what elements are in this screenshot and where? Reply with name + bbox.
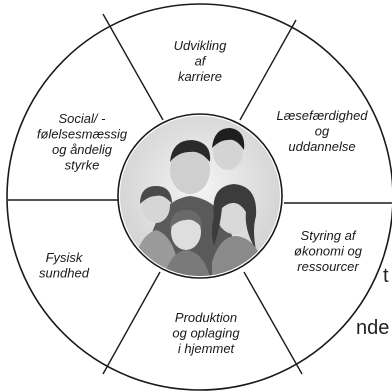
segment-physical-health-line: sundhed — [39, 266, 90, 281]
segment-literacy-education-line: Læsefærdighed — [276, 108, 368, 123]
segment-financial-management-line: Styring af — [301, 228, 357, 243]
segment-home-production-line: og oplaging — [172, 326, 240, 341]
segment-social-emotional-strength-line: Social/ - — [59, 111, 107, 126]
segment-financial-management-line: økonomi og — [294, 244, 363, 259]
wheel-dividers — [8, 13, 392, 375]
segment-social-emotional-strength-line: følelsesmæssig — [37, 127, 128, 142]
segment-physical-health-line: Fysisk — [46, 250, 84, 265]
background-text-fragment-2: nde — [356, 317, 390, 339]
segment-career-development-line: Udvikling — [174, 38, 228, 53]
segment-financial-management-line: ressourcer — [297, 259, 359, 274]
segment-social-emotional-strength-line: og åndelig — [52, 142, 113, 157]
segment-literacy-education-line: uddannelse — [288, 139, 355, 154]
segment-career-development-line: af — [195, 54, 207, 69]
background-text-fragment-1: t — [383, 265, 389, 287]
segment-home-production-line: Produktion — [175, 310, 237, 325]
segment-literacy-education-line: og — [315, 124, 330, 139]
segment-home-production-line: i hjemmet — [178, 341, 236, 356]
segment-career-development-line: karriere — [178, 69, 222, 84]
center-photo — [117, 113, 283, 279]
segment-social-emotional-strength-line: styrke — [65, 158, 100, 173]
